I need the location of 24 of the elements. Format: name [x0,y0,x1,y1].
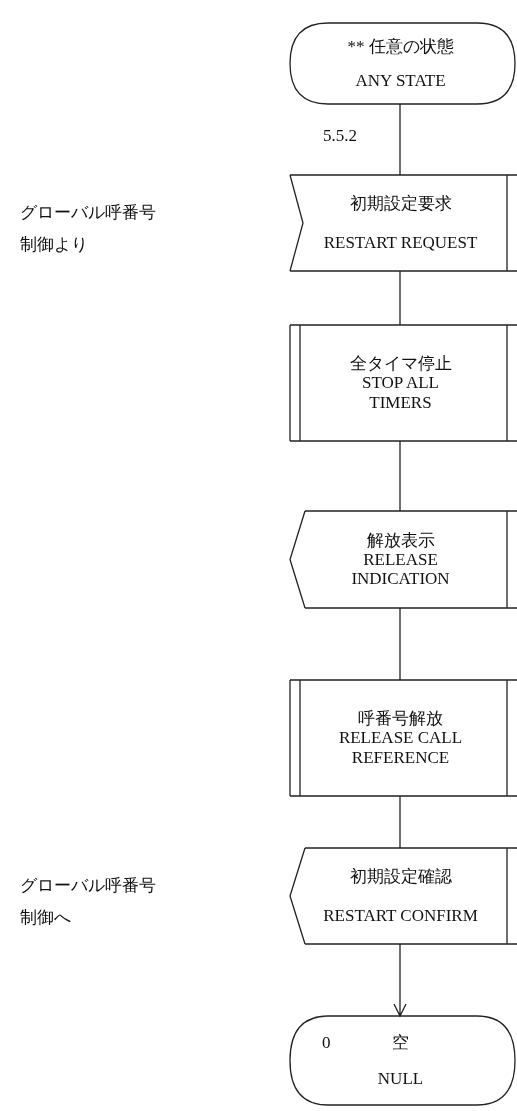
node-label: STOP ALL TIMERS [361,373,440,412]
signal-source-label: グローバル呼番号制御より [20,202,157,257]
node-label: 初期設定要求 [349,194,452,214]
node-label: 初期設定確認 [349,867,452,887]
node-label: 呼番号解放 [358,709,443,729]
state-name: ** 任意の状態 [347,37,454,57]
node-label: RESTART CONFIRM [323,905,478,925]
node-label: 解放表示 [366,530,435,550]
section-reference: 5.5.2 [323,126,357,146]
connector-line [399,607,401,681]
node-label: RELEASE CALL REFERENCE [337,728,464,767]
connector-line [399,103,401,176]
state-name: 空 [392,1032,409,1052]
state-number: 0 [322,1032,331,1052]
connector-line [399,440,401,512]
state-name: NULL [377,1068,424,1088]
arrow [393,943,407,1018]
node-label: RELEASE INDICATION [350,550,451,589]
connector-line [399,795,401,849]
node-label: RESTART REQUEST [323,232,478,252]
state-name: ANY STATE [355,70,446,90]
node-label: 全タイマ停止 [349,354,452,374]
signal-source-label: グローバル呼番号制御へ [20,875,157,930]
connector-line [399,270,401,326]
